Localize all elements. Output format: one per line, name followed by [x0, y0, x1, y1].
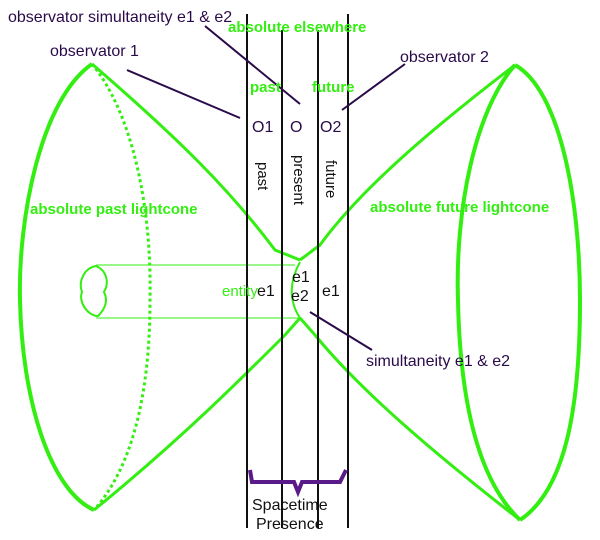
past-cone-base-back: [90, 63, 152, 512]
past-cone-lower-edge: [93, 317, 302, 512]
label-observer2: observator 2: [400, 49, 489, 66]
future-cone-base-right: [514, 63, 583, 522]
pointer-observer1: [126, 69, 241, 119]
label-observer1: observator 1: [50, 43, 139, 60]
label-e2-center: e2: [291, 288, 309, 305]
label-e1-left: e1: [257, 283, 275, 300]
label-future-column: future: [322, 160, 339, 198]
label-future-top: future: [312, 79, 355, 96]
label-spacetime: Spacetime: [252, 497, 328, 514]
past-cone-base-front: [17, 62, 95, 512]
past-cone-upper-edge: [91, 62, 301, 262]
entity-tube: [96, 264, 300, 319]
label-past-top: past: [250, 79, 281, 96]
label-observer-simultaneity: observator simultaneity e1 & e2: [8, 9, 232, 26]
label-simultaneity: simultaneity e1 & e2: [366, 353, 510, 370]
label-e1-center: e1: [292, 269, 310, 286]
label-O1: O1: [252, 119, 273, 136]
label-absolute-elsewhere: absolute elsewhere: [228, 19, 366, 36]
entity-shape: [79, 264, 108, 318]
future-cone-upper-edge: [299, 63, 516, 262]
label-past-column: past: [254, 162, 271, 191]
cone-neck: [290, 261, 301, 319]
label-O: O: [290, 119, 302, 136]
spacetime-bracket: [248, 469, 348, 498]
label-entity: entity: [222, 283, 258, 300]
label-O2: O2: [320, 119, 341, 136]
future-cone-base-left: [455, 63, 522, 522]
label-presence: Presence: [256, 516, 324, 533]
pointer-observer-simultaneity: [204, 25, 301, 105]
label-e1-right: e1: [322, 283, 340, 300]
label-present-column: present: [290, 155, 307, 206]
pointer-observer2: [341, 63, 406, 111]
label-absolute-future-lightcone: absolute future lightcone: [370, 199, 549, 216]
label-absolute-past-lightcone: absolute past lightcone: [30, 201, 198, 218]
future-cone-lower-edge: [298, 317, 521, 522]
pointer-simultaneity: [309, 311, 373, 351]
